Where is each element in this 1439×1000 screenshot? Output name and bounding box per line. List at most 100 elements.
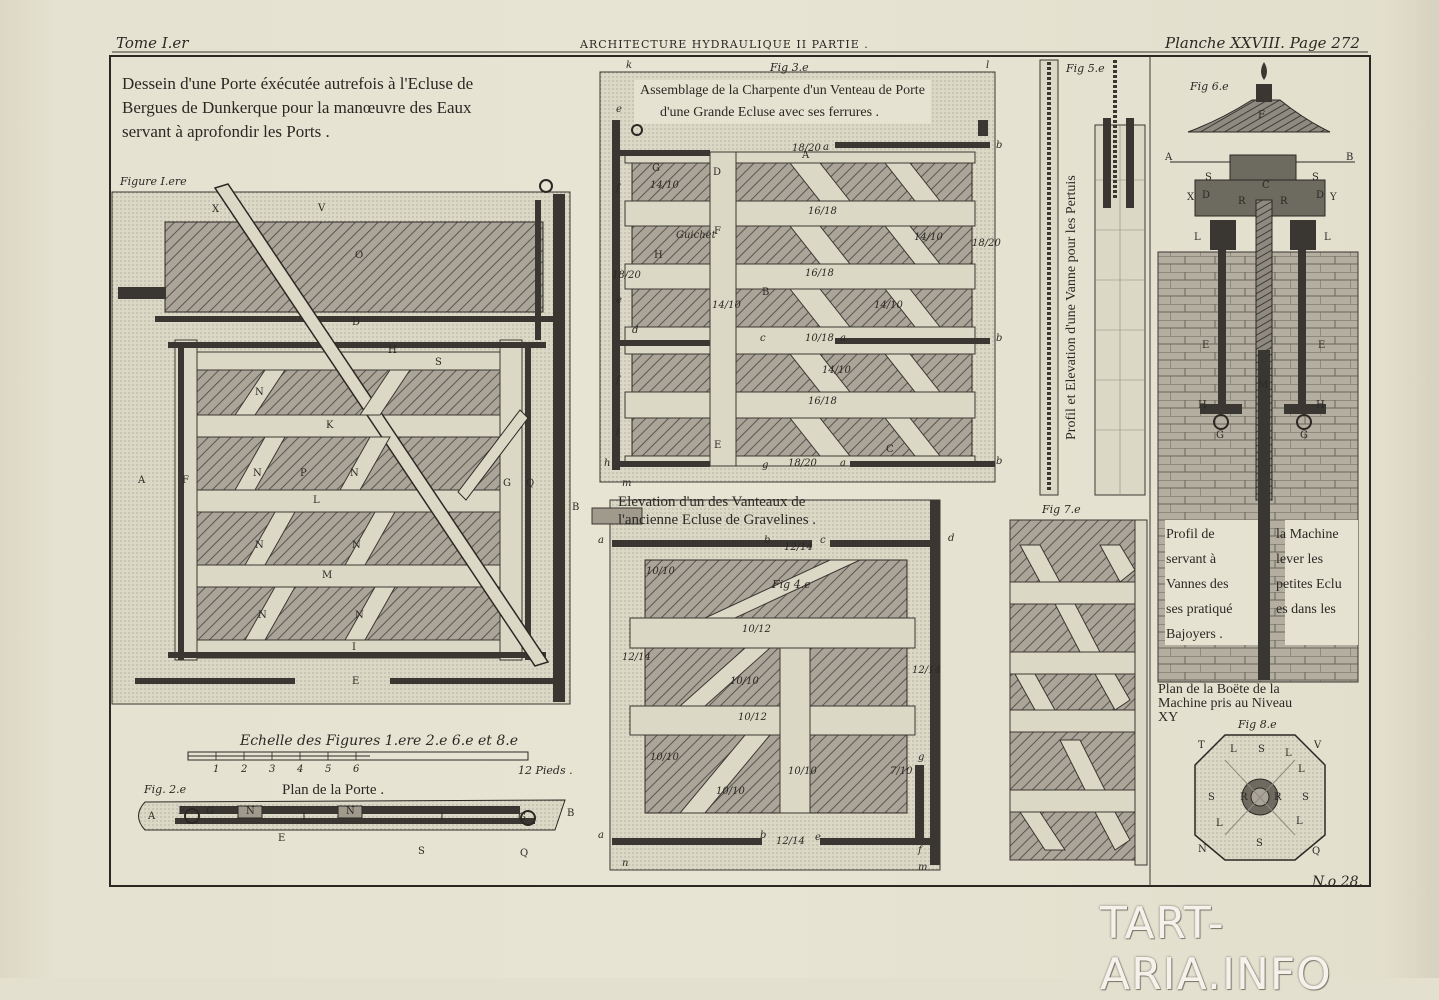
watermark: TART-ARIA.INFO <box>1100 898 1332 1000</box>
dimension-fraction: 14/10 <box>712 300 741 311</box>
title-line: Elevation d'un des Vanteaux de <box>618 494 806 510</box>
letter-label: f <box>918 845 922 856</box>
letter-label: R <box>1280 196 1288 207</box>
scale-bar <box>187 751 529 761</box>
title-line: es dans les <box>1276 602 1336 617</box>
letter-label: E <box>1318 340 1326 351</box>
figure-4-label: Fig 4.e <box>772 578 811 591</box>
letter-label: b <box>764 535 771 546</box>
letter-label: B <box>567 808 575 819</box>
letter-label: L <box>1324 232 1331 243</box>
letter-label: H <box>388 345 397 356</box>
dimension-fraction: 10/12 <box>742 624 771 635</box>
figure-5-sluice-profile <box>1039 59 1146 496</box>
header-left: Tome I.er <box>116 34 189 52</box>
scale-tick: 1 <box>213 764 220 775</box>
letter-label: H <box>1198 400 1207 411</box>
letter-label: C <box>886 444 894 455</box>
header-center: ARCHITECTURE HYDRAULIQUE II PARTIE . <box>580 38 869 51</box>
scale-tick: 4 <box>297 764 304 775</box>
letter-label: G <box>206 806 214 817</box>
figure-3-label: Fig 3.e <box>770 61 809 74</box>
guichet-label: Guichet <box>676 230 716 241</box>
letter-label: n <box>622 858 629 869</box>
letter-label: f <box>616 375 620 386</box>
letter-label: L <box>1296 816 1303 827</box>
dimension-fraction: 14/10 <box>650 180 679 191</box>
letter-label: S <box>1312 172 1319 183</box>
figure-8-box-plan <box>1194 734 1326 861</box>
letter-label: L <box>313 495 320 506</box>
title-line: d'une Grande Ecluse avec ses ferrures . <box>660 105 880 120</box>
letter-label: V <box>1314 740 1322 751</box>
letter-label: F <box>1258 110 1265 121</box>
figure-1-gate <box>111 179 571 705</box>
letter-label: F <box>182 475 189 486</box>
figure-1-title: Dessein d'une Porte éxécutée autrefois à… <box>122 72 473 144</box>
figure-6-title-left: Profil de servant à Vannes des ses prati… <box>1166 522 1256 647</box>
figure-2-plan <box>138 799 566 831</box>
letter-label: Q <box>1312 846 1321 857</box>
figure-3-framework <box>599 71 996 483</box>
figure-7-label: Fig 7.e <box>1042 503 1081 516</box>
title-line: l'ancienne Ecluse de Gravelines . <box>618 512 817 528</box>
title-line: Profil de <box>1166 527 1215 542</box>
letter-label: i <box>616 427 620 438</box>
letter-label: A <box>138 475 146 486</box>
letter-label: D <box>1316 190 1325 201</box>
letter-label: L <box>1285 748 1292 759</box>
scale-end-label: 12 Pieds . <box>518 764 573 777</box>
letter-label: K <box>326 420 334 431</box>
letter-label: L <box>1298 764 1305 775</box>
letter-label: X <box>212 204 220 215</box>
dimension-fraction: 16/18 <box>808 396 837 407</box>
figure-6-label: Fig 6.e <box>1190 80 1229 93</box>
figure-8-label: Fig 8.e <box>1238 718 1277 731</box>
letter-label: G <box>1300 430 1308 441</box>
scale-tick: 6 <box>353 764 360 775</box>
dimension-fraction: 14/10 <box>914 232 943 243</box>
letter-label: G <box>1216 430 1224 441</box>
letter-label: H <box>1316 400 1325 411</box>
figure-2-title: Plan de la Porte . <box>282 782 385 798</box>
letter-label: G <box>518 812 526 823</box>
letter-label: M <box>322 570 333 581</box>
letter-label: N <box>255 387 264 398</box>
letter-label: E <box>1202 340 1210 351</box>
title-line: Assemblage de la Charpente d'un Venteau … <box>640 83 925 98</box>
letter-label: g <box>762 460 769 471</box>
letter-label: E <box>352 676 360 687</box>
letter-label: R <box>1274 792 1282 803</box>
title-line: servant à <box>1166 552 1217 567</box>
letter-label: Y <box>1330 192 1337 203</box>
letter-label: I <box>440 812 444 823</box>
letter-label: N <box>352 540 361 551</box>
letter-label: S <box>1208 792 1215 803</box>
figure-5-title: Profil et Elevation d'une Vanne pour les… <box>1064 175 1079 440</box>
figure-6-machine <box>1157 62 1359 683</box>
letter-label: R <box>1238 196 1246 207</box>
dimension-fraction: 10/18 <box>805 333 834 344</box>
dimension-fraction: 12/14 <box>622 652 651 663</box>
plate-number: N.o 28. <box>1312 874 1363 890</box>
letter-label: A <box>1165 152 1173 163</box>
letter-label: c <box>820 535 826 546</box>
letter-label: N <box>246 806 255 817</box>
letter-label: h <box>604 458 611 469</box>
letter-label: m <box>622 478 632 489</box>
figure-5-label: Fig 5.e <box>1066 62 1105 75</box>
letter-label: a <box>840 458 846 469</box>
letter-label: O <box>355 250 364 261</box>
letter-label: F <box>714 226 721 237</box>
figure-4-elevation <box>591 499 941 871</box>
letter-label: L <box>1216 818 1223 829</box>
letter-label: M <box>1258 380 1269 391</box>
letter-label: D <box>352 317 361 328</box>
scale-tick: 2 <box>241 764 248 775</box>
letter-label: e <box>616 104 622 115</box>
dimension-fraction: 10/12 <box>738 712 767 723</box>
dimension-fraction: 10/10 <box>788 766 817 777</box>
dimension-fraction: 12/14 <box>784 542 813 553</box>
letter-label: N <box>258 610 267 621</box>
